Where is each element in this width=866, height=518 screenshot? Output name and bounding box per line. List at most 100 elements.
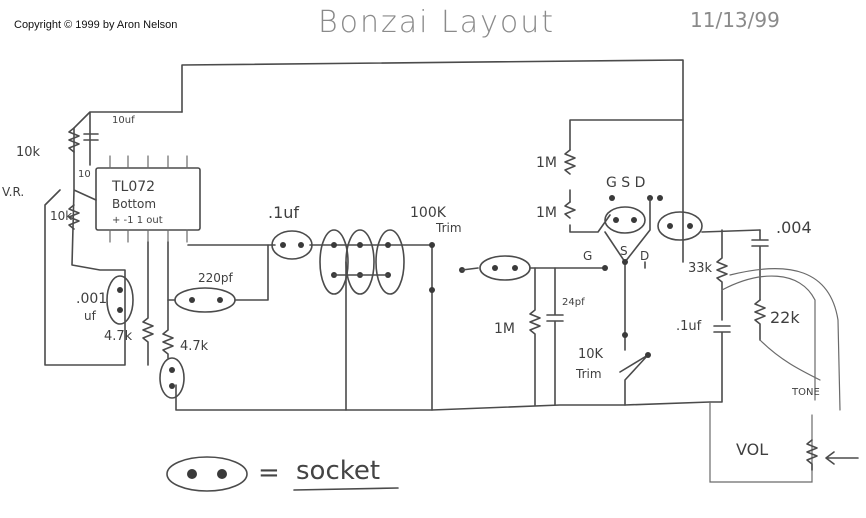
trim-end-dot-a	[429, 242, 435, 248]
wire-220pf	[167, 244, 269, 301]
legend-socket-word: socket	[296, 456, 381, 486]
ic-pins-bottom	[109, 229, 188, 243]
socket-001-hole-a	[117, 287, 123, 293]
label-24pf: 24pf	[562, 297, 585, 308]
top-bus-wire	[181, 59, 684, 263]
trim-10k-dot-b	[645, 352, 651, 358]
label-10k-trim-word: Trim	[576, 367, 602, 381]
ic-side-label: Bottom	[112, 197, 157, 211]
g-dot-lower	[602, 265, 608, 271]
socket-1m-hole-a	[492, 265, 498, 271]
socket-47k-hole-a	[169, 367, 175, 373]
jfet-wires	[604, 197, 761, 336]
label-jfet-pins: G S D	[606, 175, 646, 191]
pin-d-dot	[657, 195, 663, 201]
label-001-unit: uf	[84, 309, 96, 323]
trim-socket-c	[375, 229, 405, 295]
trim-10k	[619, 334, 649, 406]
label-10k-trim: 10K	[578, 347, 604, 362]
vol-resistor	[806, 439, 818, 471]
resistor-10k-side	[68, 204, 80, 230]
trim-end-dot-b	[429, 287, 435, 293]
socket-220pf-hole-b	[217, 297, 223, 303]
socket-220pf-hole-a	[189, 297, 195, 303]
label-100k-trim: Trim	[436, 221, 462, 235]
layout-date: 11/13/99	[690, 8, 780, 32]
label-01uf: .1uf	[268, 203, 300, 222]
label-10k-top: 10k	[16, 145, 41, 160]
socket-01uf-hole-a	[280, 242, 286, 248]
jfet-a-hole-1	[613, 217, 619, 223]
label-004: .004	[776, 218, 812, 237]
socket-jfet-a	[604, 206, 646, 234]
legend-underline	[293, 487, 399, 491]
legend-equals: =	[258, 458, 280, 488]
socket-47k	[159, 357, 185, 399]
label-jfet-d: D	[640, 249, 650, 263]
top-right-wires	[569, 119, 684, 233]
legend-socket-hole-b	[217, 469, 227, 479]
jfet-s-dot	[622, 259, 628, 265]
socket-220pf	[174, 287, 236, 313]
trim-socket-a	[319, 229, 349, 295]
vol-box	[709, 401, 813, 483]
tone-pot-wires	[721, 268, 841, 411]
socket-47k-hole-b	[169, 383, 175, 389]
page-title: Bonzai Layout	[318, 5, 555, 40]
label-220pf: 220pf	[198, 271, 233, 285]
cap-24pf	[546, 267, 564, 406]
resistor-10k-top	[68, 127, 80, 153]
label-1m-low: 1M	[494, 321, 515, 337]
label-01uf-b: .1uf	[676, 319, 702, 334]
label-47k-a: 4.7k	[104, 329, 133, 344]
socket-1m	[479, 255, 531, 281]
label-100k: 100K	[410, 205, 446, 221]
vol-wiper-arrow	[825, 451, 859, 465]
label-tone: TONE	[792, 387, 820, 398]
cap-01uf-b	[709, 325, 731, 403]
jfet-b-hole-2	[687, 223, 693, 229]
label-33k: 33k	[688, 261, 713, 276]
label-jfet-g: G	[583, 249, 593, 263]
label-vol: VOL	[736, 440, 769, 459]
ic-name-label: TL072	[112, 179, 156, 195]
label-001: .001	[76, 291, 108, 307]
label-1m-top: 1M	[536, 155, 557, 171]
cap-004	[751, 229, 769, 301]
trim-hole-2	[357, 242, 363, 248]
ground-bus-wire	[175, 384, 711, 411]
trim-socket-b	[345, 229, 375, 295]
socket-01uf-hole-b	[298, 242, 304, 248]
resistor-33k	[716, 229, 728, 321]
left-network-wires	[44, 111, 183, 366]
socket-001	[106, 275, 134, 325]
resistor-1m-top	[564, 149, 576, 175]
resistor-47k-b	[162, 241, 174, 359]
pin-g-dot	[609, 195, 615, 201]
legend-socket-hole-a	[187, 469, 197, 479]
label-10k-side: 10k	[50, 209, 73, 223]
socket-jfet-b	[657, 211, 703, 241]
label-22k: 22k	[770, 308, 800, 327]
label-cap-10uf: 10uf	[112, 115, 135, 126]
socket-1m-hole-b	[512, 265, 518, 271]
jfet-a-hole-2	[631, 217, 637, 223]
resistor-1m-low	[529, 267, 541, 406]
resistor-22k	[754, 299, 766, 341]
trim-hole-3	[385, 242, 391, 248]
copyright-notice: Copyright © 1999 by Aron Nelson	[14, 19, 178, 31]
label-jfet-s: S	[620, 244, 628, 258]
jfet-b-hole-1	[667, 223, 673, 229]
cap-10uf-plates	[83, 133, 99, 141]
label-47k-b: 4.7k	[180, 339, 209, 354]
trim-cluster-wires	[333, 244, 433, 411]
label-pin-10: 10	[78, 169, 91, 180]
label-1m-mid: 1M	[536, 205, 557, 221]
trim-hole-1	[331, 242, 337, 248]
resistor-1m-mid	[564, 201, 576, 219]
label-vr: V.R.	[2, 185, 25, 199]
socket-01uf	[271, 230, 313, 260]
ic-pins-top	[109, 155, 188, 169]
